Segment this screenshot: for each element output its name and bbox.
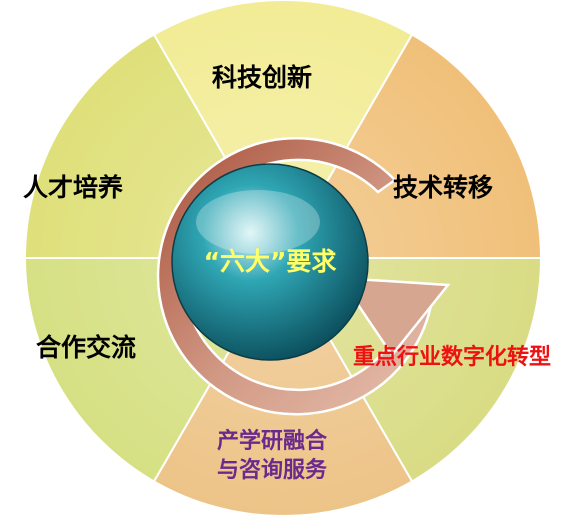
segment-label-cooperation: 合作交流: [36, 333, 136, 362]
segment-label-digital-transformation: 重点行业数字化转型: [353, 344, 551, 370]
cycle-arrow: [156, 137, 451, 416]
segment-label-industry-university-line2: 与咨询服务: [217, 457, 328, 483]
segment-label-tech-transfer: 技术转移: [393, 173, 493, 202]
segment-label-talent: 人才培养: [23, 173, 123, 202]
segment-label-tech-innovation: 科技创新: [212, 63, 312, 92]
cycle-arrow-body: [156, 137, 434, 416]
cycle-arrow-head: [337, 276, 451, 358]
center-ball-highlight: [196, 190, 320, 254]
center-ball: [171, 163, 369, 361]
segment-label-industry-university-line1: 产学研融合: [217, 428, 328, 454]
center-label: “六大”要求: [204, 247, 337, 276]
